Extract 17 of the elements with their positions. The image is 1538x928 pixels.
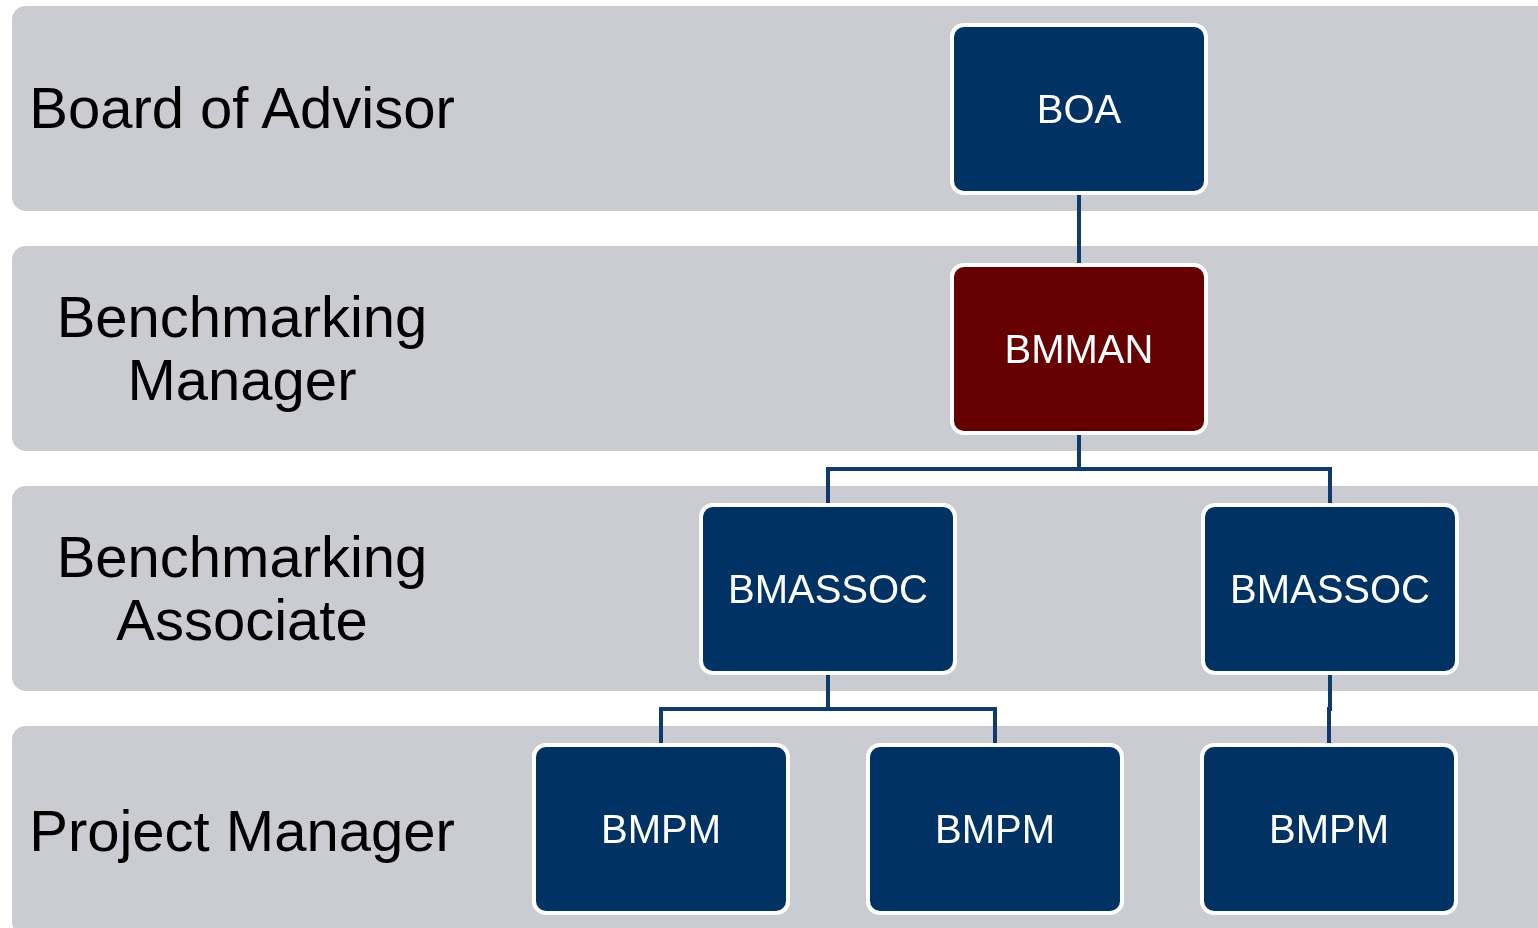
role-box: BMASSOC [1201, 503, 1459, 675]
tier-label: Project Manager [28, 796, 456, 865]
role-box: BMPM [532, 743, 790, 915]
tier-band [12, 246, 1538, 451]
tier-label: Benchmarking Associate [55, 522, 429, 654]
tier-band [12, 486, 1538, 691]
role-box: BOA [950, 23, 1208, 195]
role-box: BMPM [866, 743, 1124, 915]
tier-band [12, 6, 1538, 211]
role-box: BMMAN [950, 263, 1208, 435]
tier-label: Board of Advisor [28, 74, 456, 143]
tier-band [12, 726, 1538, 928]
role-box: BMPM [1200, 743, 1458, 915]
connector-line [1077, 193, 1081, 265]
role-box: BMASSOC [699, 503, 957, 675]
connector-line [1327, 673, 1332, 745]
tier-label: Benchmarking Manager [55, 282, 429, 414]
